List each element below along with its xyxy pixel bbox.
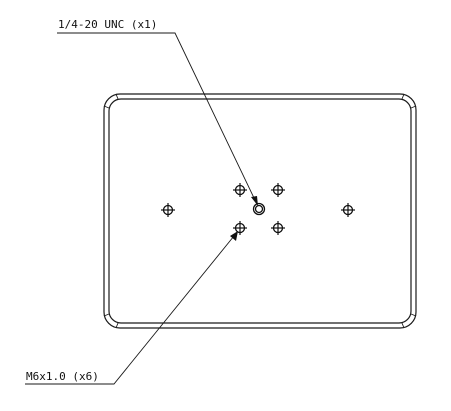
tripod-thread-minor-circle xyxy=(254,204,264,214)
m6-hole xyxy=(271,221,285,235)
callout-tripod-thread-leader xyxy=(57,32,256,201)
plate-outline xyxy=(103,93,417,329)
tripod-thread-hole xyxy=(252,202,266,216)
plate-inner-edge xyxy=(108,98,412,324)
callout-tripod-thread-label: 1/4-20 UNC (x1) xyxy=(58,18,157,31)
callout-mounting-holes: M6x1.0 (x6) xyxy=(25,231,238,385)
tripod-thread-major-circle xyxy=(252,202,266,216)
m6-hole xyxy=(233,221,247,235)
m6-hole xyxy=(161,203,175,217)
m6-hole xyxy=(233,183,247,197)
m6-hole xyxy=(341,203,355,217)
callout-mounting-holes-label: M6x1.0 (x6) xyxy=(26,370,99,383)
callout-tripod-thread: 1/4-20 UNC (x1) xyxy=(57,18,258,206)
plate-outer-edge xyxy=(103,93,417,329)
callout-mounting-holes-leader xyxy=(25,235,235,385)
holes xyxy=(161,183,355,235)
callout-tripod-thread-arrowhead xyxy=(251,196,258,206)
callout-mounting-holes-arrowhead xyxy=(230,231,238,241)
m6-hole xyxy=(271,183,285,197)
corner-ticks xyxy=(103,93,417,329)
